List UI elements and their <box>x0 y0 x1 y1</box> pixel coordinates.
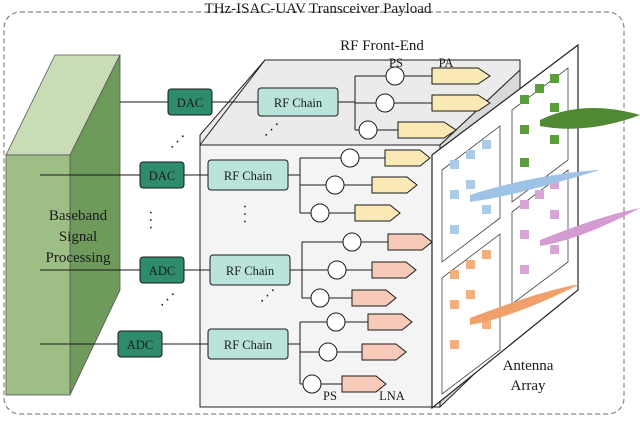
pa-icon <box>371 176 418 194</box>
phase-shifter-icon <box>310 288 330 308</box>
ps-top-label: PS <box>389 56 403 70</box>
adc-1-label: ADC <box>149 264 175 278</box>
phase-shifter-icon <box>342 232 362 252</box>
baseband-line-2: Signal <box>59 229 97 245</box>
phase-shifter-icon <box>375 93 395 113</box>
rf-chain-back-label: RF Chain <box>274 96 323 110</box>
phase-shifter-icon <box>326 312 346 332</box>
beam-pink <box>540 208 640 246</box>
rf-chain-label: RF Chain <box>226 264 275 278</box>
lna-icon <box>361 343 407 361</box>
phase-shifter-icon <box>325 175 345 195</box>
baseband-block <box>5 54 121 396</box>
phase-shifter-icon <box>327 260 347 280</box>
baseband-line-3: Processing <box>46 250 111 266</box>
pa-icon <box>354 204 401 222</box>
phase-shifter-icon <box>385 66 405 86</box>
pa-icon <box>384 149 431 167</box>
antenna-array-line-2: Array <box>511 378 546 394</box>
pa-icon <box>431 67 491 85</box>
ellipsis: . . . <box>153 285 178 310</box>
subarray-orange <box>441 233 501 395</box>
lna-icon <box>351 289 397 307</box>
lna-icon <box>387 233 433 251</box>
pa-label: PA <box>439 56 454 70</box>
pa-icon <box>397 121 457 139</box>
ellipsis: . . . <box>163 127 188 152</box>
beam-orange <box>470 284 580 325</box>
phase-shifter-icon <box>358 120 378 140</box>
phase-shifter-icon <box>310 203 330 223</box>
baseband-line-1: Baseband <box>49 208 108 224</box>
ellipsis: . . . <box>146 211 162 230</box>
beam-green <box>540 108 640 129</box>
phase-shifter-icon <box>318 342 338 362</box>
antenna-array-panel <box>431 43 579 410</box>
lna-label: LNA <box>379 389 405 403</box>
adc-2-label: ADC <box>127 338 153 352</box>
subarray-green <box>511 67 569 203</box>
rf-chain-label: RF Chain <box>224 169 273 183</box>
rf-chain-label: RF Chain <box>224 338 273 352</box>
phase-shifter-icon <box>302 374 322 394</box>
pa-icon <box>431 94 491 112</box>
lna-icon <box>371 261 417 279</box>
phase-shifter-icon <box>340 148 360 168</box>
lna-icon <box>367 313 413 331</box>
lna-icon <box>341 375 387 393</box>
dac-label: DAC <box>149 169 175 183</box>
dac-back-label: DAC <box>177 96 203 110</box>
rf-front-end-label: RF Front-End <box>340 38 424 54</box>
payload-title: THz-ISAC-UAV Transceiver Payload <box>205 1 432 17</box>
ps-bottom-label: PS <box>323 389 337 403</box>
beam-blue <box>470 170 600 202</box>
ellipsis: . . . <box>240 205 256 224</box>
antenna-array-line-1: Antenna <box>503 358 554 374</box>
subarray-blue <box>441 125 501 263</box>
